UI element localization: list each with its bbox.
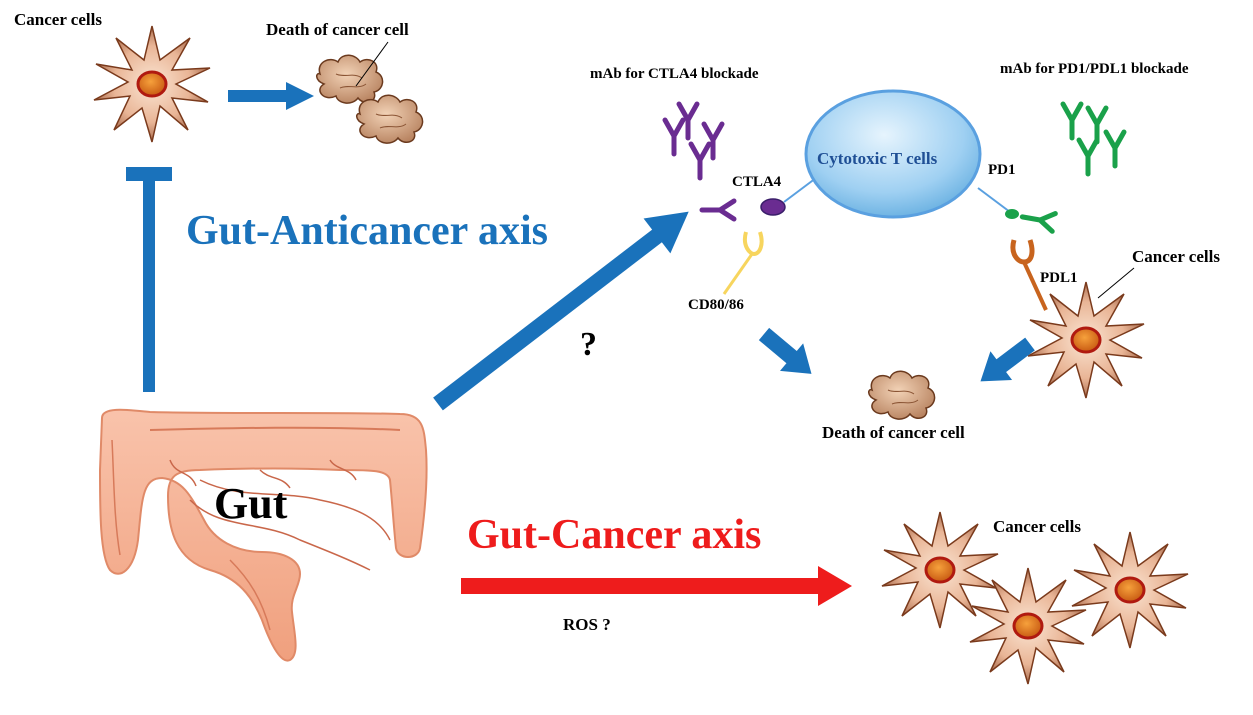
cytotoxic-t-cells-label: Cytotoxic T cells	[817, 149, 938, 168]
cancer-cell-top-left	[92, 24, 212, 144]
death-cancer-cell-top-label: Death of cancer cell	[266, 20, 409, 39]
cancer-cells-right-label: Cancer cells	[1132, 247, 1220, 266]
cancer-cell-right	[1026, 280, 1146, 400]
blue-arrow-right-down	[980, 337, 1035, 382]
dead-cell-top-2	[355, 94, 424, 144]
mab-pd1-label: mAb for PD1/PDL1 blockade	[1000, 61, 1189, 77]
blue-arrow-top	[228, 82, 314, 110]
cd80-86-label: CD80/86	[688, 297, 744, 313]
ctla4-label: CTLA4	[732, 174, 782, 190]
pd1-receptor	[1005, 209, 1019, 219]
death-cancer-cell-bottom-label: Death of cancer cell	[822, 423, 965, 442]
gut-label: Gut	[214, 479, 288, 528]
pdl1-receptor	[1010, 239, 1048, 311]
pd1-bound-antibody	[1019, 211, 1058, 234]
question-mark-label: ?	[580, 326, 597, 363]
pd1-link-line	[977, 187, 1011, 213]
pdl1-label: PDL1	[1040, 270, 1078, 286]
ros-label: ROS ?	[563, 615, 611, 634]
ctla4-bound-antibody	[699, 198, 737, 222]
ctla4-receptor	[760, 198, 786, 216]
pd1-antibodies	[1063, 104, 1124, 174]
dead-cell-bottom	[867, 370, 936, 420]
pd1-label: PD1	[988, 162, 1016, 178]
ctla4-link-line	[783, 177, 817, 203]
red-arrow	[461, 566, 852, 606]
blue-arrow-left-down	[758, 327, 812, 374]
cd80-86-receptor	[722, 231, 764, 295]
inhibition-bar	[126, 167, 172, 392]
blue-arrow-diagonal	[433, 211, 689, 411]
cancer-cells-bottom-label: Cancer cells	[993, 517, 1081, 536]
leader-line-cancer-right	[1097, 267, 1135, 299]
mab-ctla4-label: mAb for CTLA4 blockade	[590, 66, 759, 82]
gut-cancer-axis-label: Gut-Cancer axis	[467, 512, 762, 558]
cancer-cells-top-left-label: Cancer cells	[14, 10, 102, 29]
leader-line-death-top	[355, 41, 389, 87]
ctla4-antibodies	[665, 104, 722, 178]
gut-anticancer-axis-label: Gut-Anticancer axis	[186, 208, 549, 254]
gut-illustration	[98, 408, 428, 662]
cancer-cell-bottom-3	[1070, 530, 1190, 650]
cytotoxic-t-cell	[804, 89, 982, 219]
